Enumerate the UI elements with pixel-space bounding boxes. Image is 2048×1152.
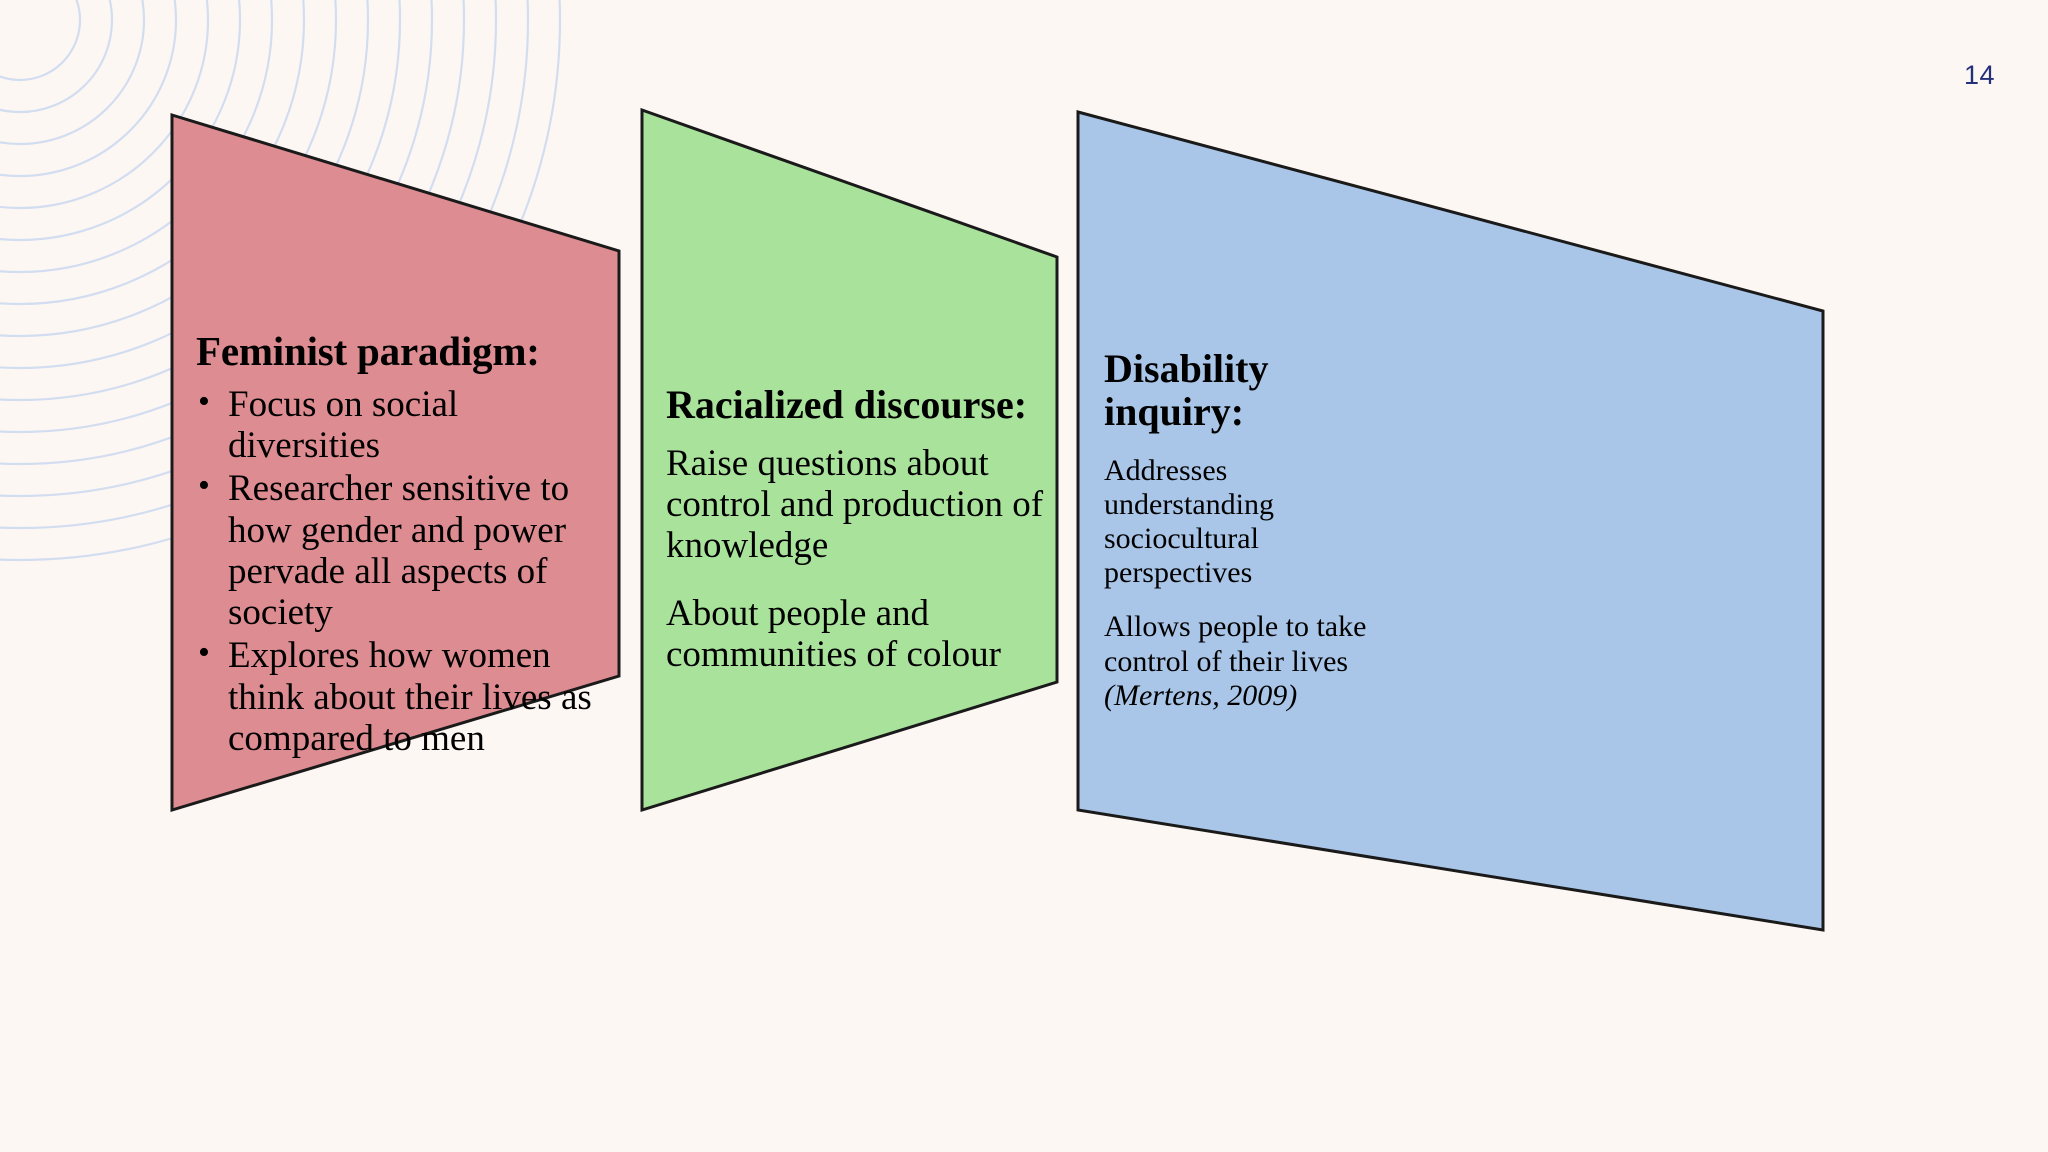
citation-reference: (Mertens, 2009) [1104,678,1298,712]
list-item-text: Allows people to take control of their l… [1104,610,1367,678]
paragraph-list-disability-inquiry: Addresses understanding sociocultural pe… [1104,454,1404,713]
panel-feminist-paradigm: Feminist paradigm: Focus on social diver… [196,328,616,761]
panel-title-feminist-paradigm: Feminist paradigm: [196,328,540,374]
concentric-rings-decoration [0,0,561,561]
list-item: Raise questions about control and produc… [666,442,1044,567]
list-item: Researcher sensitive to how gender and p… [196,467,616,633]
panel-title-disability-inquiry: Disability inquiry: [1104,346,1269,434]
list-item: About people and communities of colour [666,592,1001,675]
list-item-with-citation: Allows people to take control of their l… [1104,610,1404,713]
list-item: Explores how women think about their liv… [196,634,616,759]
page-number: 14 [1963,60,1995,90]
list-item: Focus on social diversities [196,383,616,467]
panel-racialized-discourse: Racialized discourse: Raise questions ab… [666,382,1048,701]
list-item: Addresses understanding sociocultural pe… [1104,453,1274,590]
panel-disability-inquiry: Disability inquiry: Addresses understand… [1104,346,1404,733]
bullet-list-feminist-paradigm: Focus on social diversities Researcher s… [196,383,616,759]
paragraph-list-racialized-discourse: Raise questions about control and produc… [666,443,1048,675]
panel-title-racialized-discourse: Racialized discourse: [666,382,1028,427]
